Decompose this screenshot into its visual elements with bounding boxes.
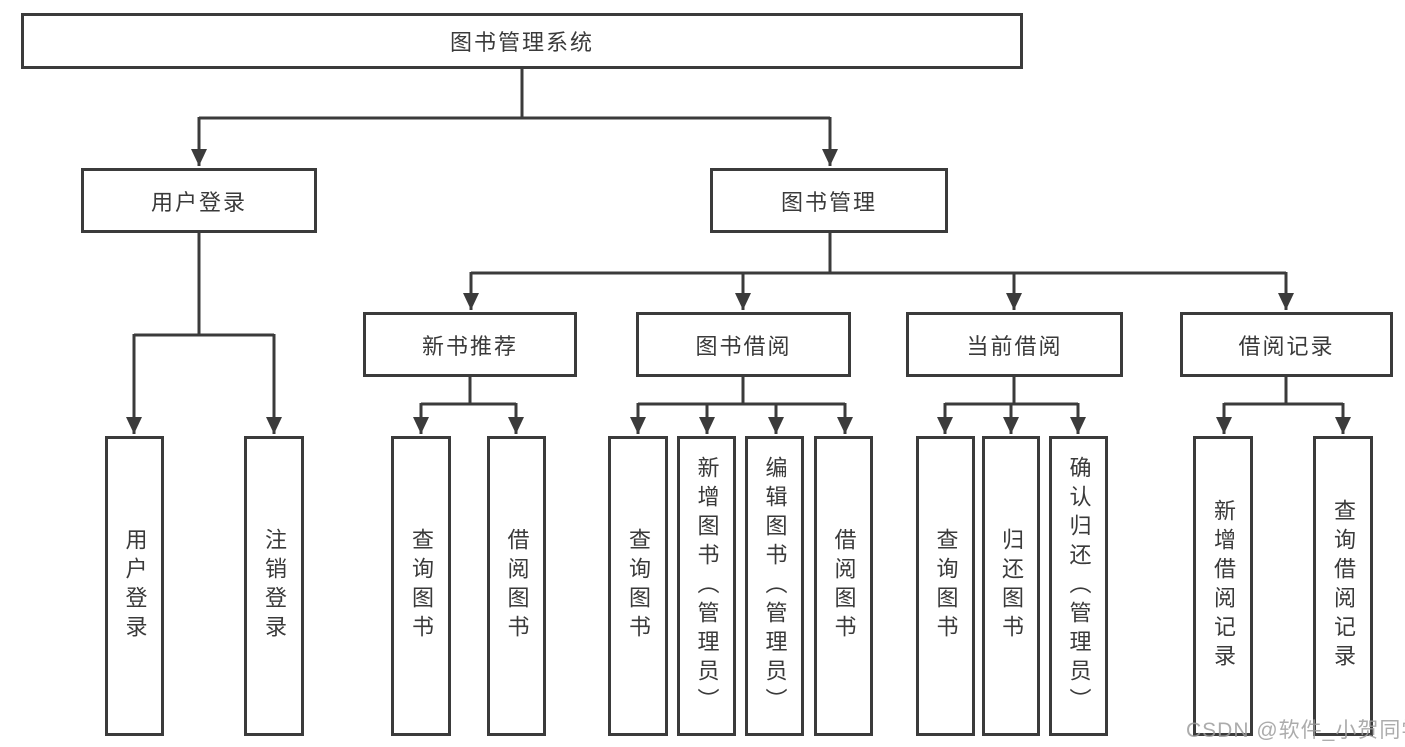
leaf-query-borrow-record-label: 查询借阅记录 [1331, 499, 1356, 673]
connector-root-split [199, 67, 830, 120]
leaf-confirm-return-admin-label: 确认归还（管理员） [1066, 455, 1092, 717]
connector-new-book-split [421, 377, 516, 406]
node-book-borrow: 图书借阅 [636, 312, 851, 377]
node-current-borrow-label: 当前借阅 [966, 333, 1063, 359]
leaf-query-borrow-record: 查询借阅记录 [1313, 436, 1373, 736]
node-book-mgmt: 图书管理 [710, 168, 948, 233]
leaf-query-book-borrow-label: 查询图书 [626, 528, 651, 644]
leaf-query-book-recommend-label: 查询图书 [409, 528, 434, 644]
connector-book-mgmt-split [471, 233, 1286, 275]
leaf-edit-book-admin-label: 编辑图书（管理员） [762, 455, 788, 717]
leaf-logout: 注销登录 [244, 436, 304, 736]
leaf-add-book-admin-label: 新增图书（管理员） [694, 455, 720, 717]
leaf-borrow-book-recommend-label: 借阅图书 [504, 528, 530, 644]
node-new-book-recommend: 新书推荐 [363, 312, 577, 377]
connector-borrow-record-split [1224, 377, 1343, 406]
leaf-query-book-recommend: 查询图书 [391, 436, 451, 736]
leaf-query-book-current: 查询图书 [916, 436, 975, 736]
leaf-borrow-book: 借阅图书 [814, 436, 873, 736]
node-borrow-record: 借阅记录 [1180, 312, 1393, 377]
leaf-return-book: 归还图书 [982, 436, 1040, 736]
node-user-login-label: 用户登录 [150, 189, 247, 215]
leaf-query-book-current-label: 查询图书 [933, 528, 959, 644]
leaf-add-borrow-record: 新增借阅记录 [1193, 436, 1253, 736]
leaf-return-book-label: 归还图书 [999, 528, 1024, 644]
node-new-book-recommend-label: 新书推荐 [421, 333, 518, 359]
connector-book-borrow-split [638, 377, 845, 406]
leaf-edit-book-admin: 编辑图书（管理员） [745, 436, 804, 736]
node-current-borrow: 当前借阅 [906, 312, 1123, 377]
leaf-borrow-book-recommend: 借阅图书 [487, 436, 546, 736]
watermark: CSDN @软件_小贺同学 [1186, 719, 1405, 742]
leaf-confirm-return-admin: 确认归还（管理员） [1049, 436, 1108, 736]
node-book-borrow-label: 图书借阅 [695, 333, 792, 359]
leaf-logout-label: 注销登录 [262, 528, 287, 644]
connector-user-login-split [134, 232, 274, 337]
node-root: 图书管理系统 [21, 13, 1023, 69]
leaf-user-login: 用户登录 [105, 436, 164, 736]
leaf-add-borrow-record-label: 新增借阅记录 [1211, 499, 1236, 673]
node-root-label: 图书管理系统 [449, 30, 594, 55]
leaf-query-book-borrow: 查询图书 [608, 436, 668, 736]
node-book-mgmt-label: 图书管理 [780, 189, 877, 215]
connector-current-borrow-split [945, 377, 1078, 406]
node-user-login: 用户登录 [81, 168, 317, 233]
node-borrow-record-label: 借阅记录 [1238, 333, 1335, 359]
leaf-borrow-book-label: 借阅图书 [831, 528, 857, 644]
leaf-user-login-label: 用户登录 [122, 528, 148, 644]
leaf-add-book-admin: 新增图书（管理员） [677, 436, 736, 736]
